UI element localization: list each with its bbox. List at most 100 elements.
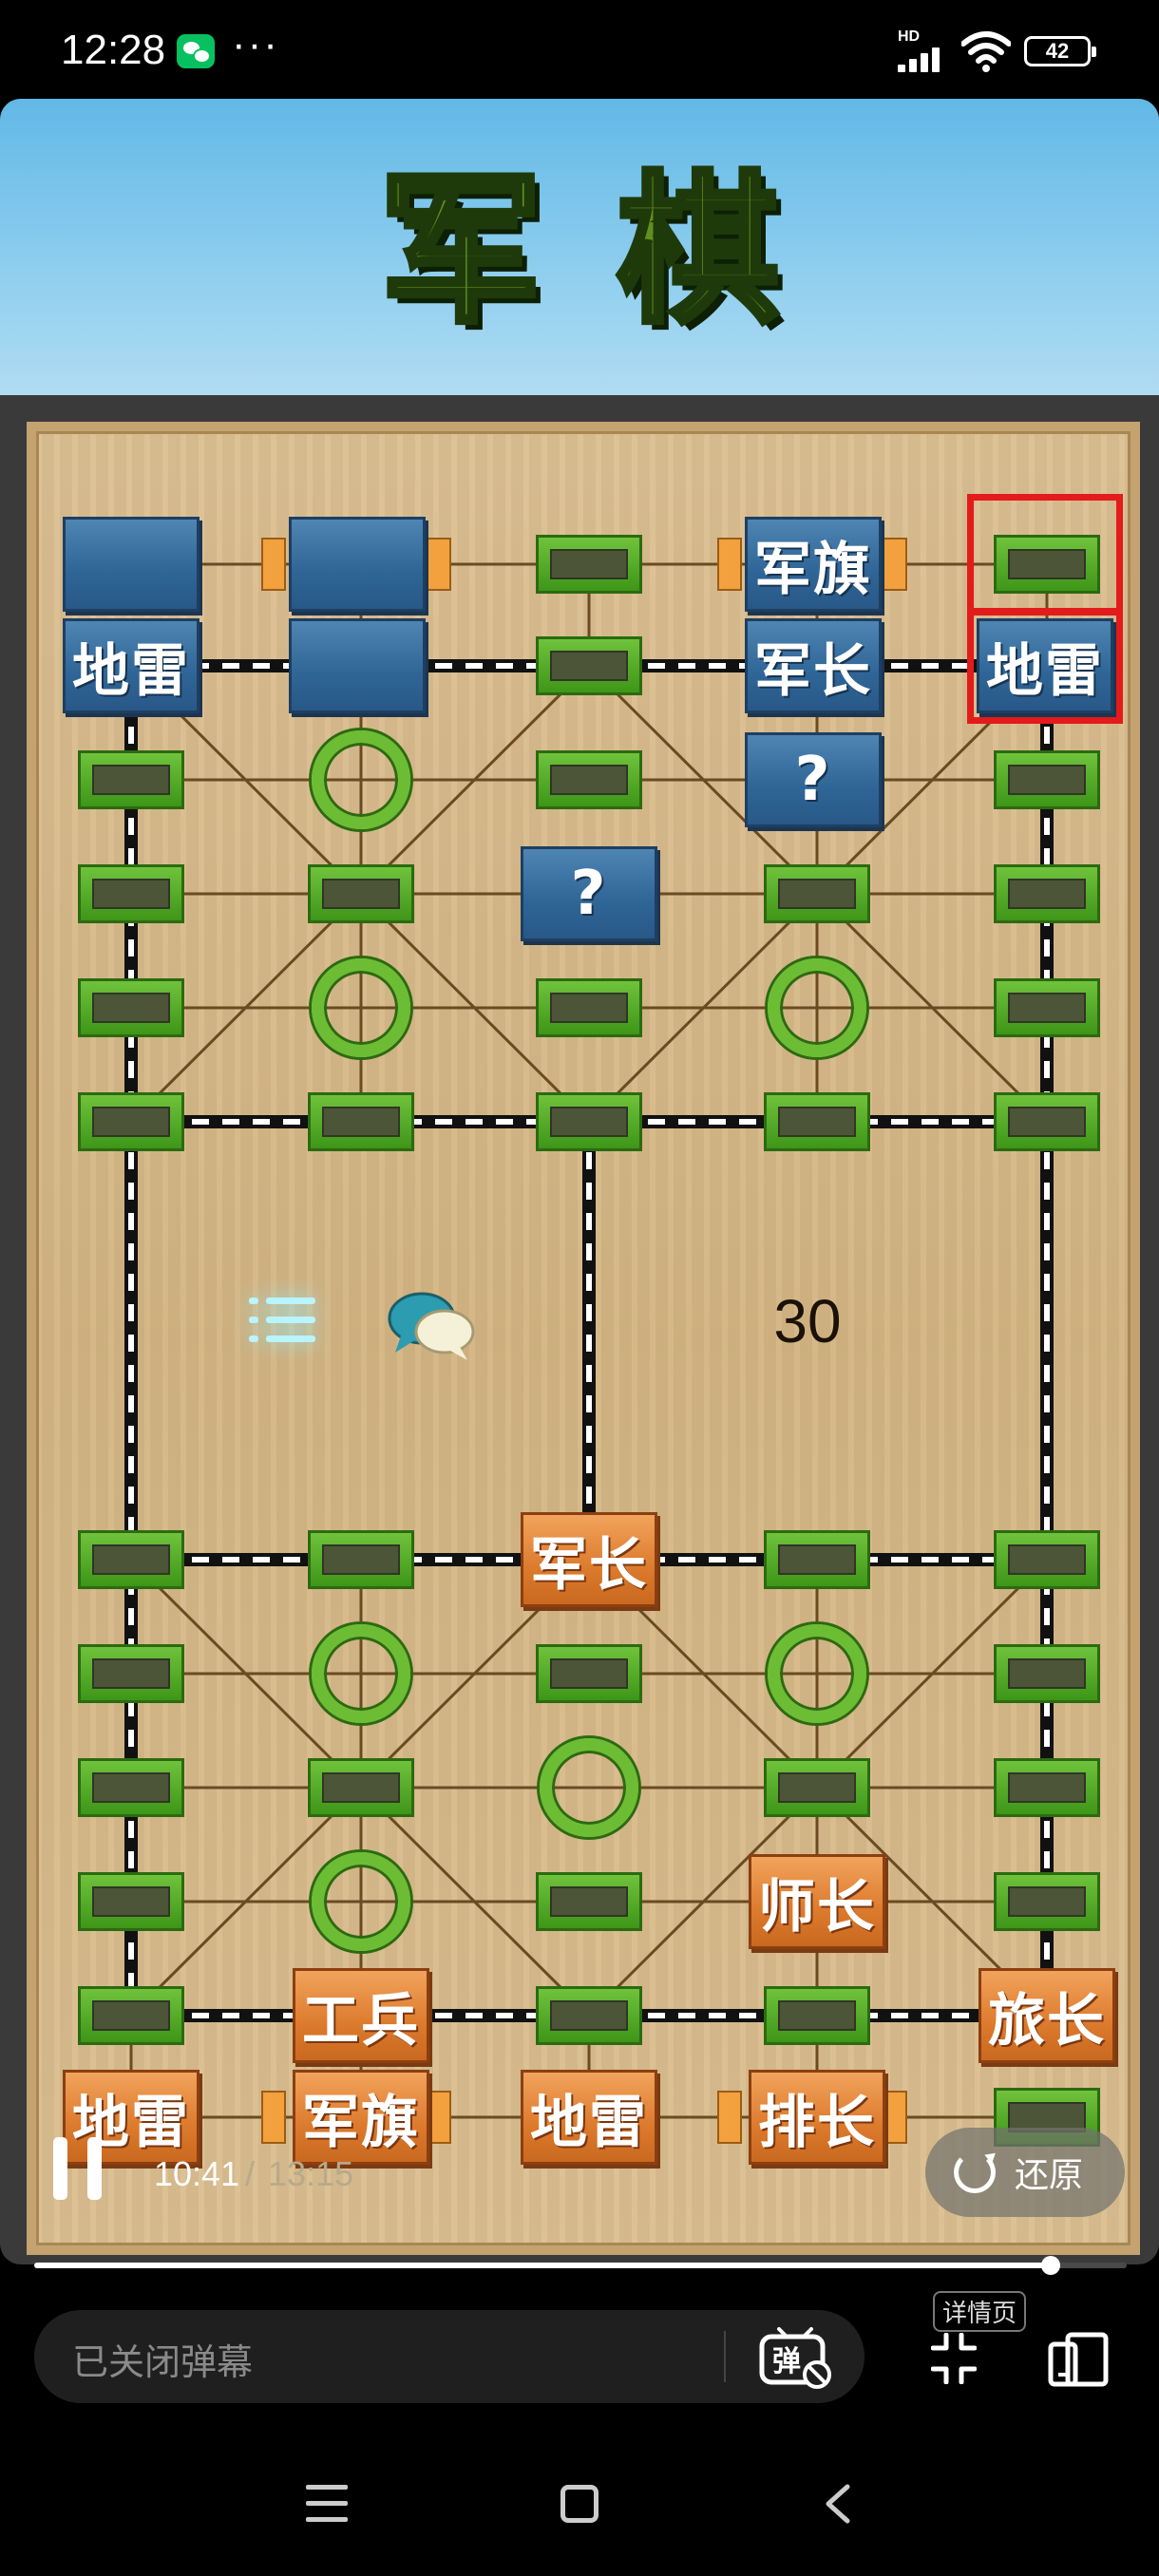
camp-circle[interactable] — [312, 730, 410, 829]
video-player[interactable]: 军棋 — [0, 99, 1159, 2264]
empty-post[interactable] — [78, 750, 184, 809]
list-menu-icon[interactable] — [249, 1294, 315, 1351]
empty-post[interactable] — [308, 1758, 414, 1817]
empty-post[interactable] — [536, 1872, 642, 1931]
empty-post[interactable] — [78, 1986, 184, 2045]
game-title: 军棋 — [377, 153, 855, 349]
time-separator: / — [245, 2154, 256, 2193]
hd-label: HD — [898, 28, 921, 45]
chat-bubbles-icon[interactable] — [386, 1286, 477, 1362]
empty-post[interactable] — [994, 1092, 1100, 1151]
hq-marker — [717, 538, 742, 591]
selection-highlight — [967, 494, 1123, 616]
nav-back-icon[interactable] — [819, 2483, 857, 2525]
player-commander-piece[interactable]: 军长 — [521, 1512, 657, 1607]
hq-marker — [427, 538, 451, 591]
opponent-flag-piece[interactable]: 军旗 — [745, 517, 882, 612]
hq-marker — [883, 2091, 907, 2144]
turn-countdown: 30 — [773, 1287, 842, 1355]
player-mine-piece[interactable]: 地雷 — [63, 2070, 200, 2165]
camp-circle[interactable] — [312, 1852, 410, 1951]
selection-highlight — [967, 608, 1123, 724]
empty-post[interactable] — [536, 1986, 642, 2045]
camp-circle[interactable] — [768, 1624, 866, 1723]
empty-post[interactable] — [536, 1644, 642, 1703]
hq-marker — [717, 2091, 742, 2144]
empty-post[interactable] — [536, 978, 642, 1037]
player-mine-piece[interactable]: 地雷 — [521, 2070, 657, 2165]
wechat-icon — [177, 34, 215, 68]
opponent-unknown-piece[interactable]: ? — [521, 846, 657, 941]
empty-post[interactable] — [994, 978, 1100, 1037]
game-board: 军旗 地雷 军长 地雷 ? ? — [27, 422, 1140, 2255]
empty-post[interactable] — [78, 864, 184, 923]
empty-post[interactable] — [994, 1644, 1100, 1703]
title-banner: 军棋 — [0, 99, 1159, 395]
camp-circle[interactable] — [312, 1624, 410, 1723]
nav-recents-icon[interactable] — [306, 2485, 348, 2523]
empty-post[interactable] — [308, 1092, 414, 1151]
progress-thumb[interactable] — [1040, 2256, 1060, 2275]
danmaku-glyph: 弹 — [772, 2345, 801, 2378]
empty-post[interactable] — [536, 636, 642, 695]
hq-marker — [261, 2091, 286, 2144]
danmaku-toggle-icon[interactable]: 弹 — [758, 2323, 832, 2390]
empty-post[interactable] — [78, 1092, 184, 1151]
player-engineer-piece[interactable]: 工兵 — [293, 1968, 429, 2063]
nav-home-icon[interactable] — [560, 2485, 598, 2523]
opponent-hidden-piece[interactable] — [63, 517, 200, 612]
pause-button[interactable] — [53, 2137, 103, 2200]
empty-post[interactable] — [994, 535, 1100, 594]
detail-page-label[interactable]: 详情页 — [933, 2291, 1027, 2332]
opponent-hidden-piece[interactable] — [289, 517, 426, 612]
exit-fullscreen-icon[interactable] — [931, 2333, 977, 2384]
opponent-commander-piece[interactable]: 军长 — [745, 618, 882, 713]
progress-bar[interactable] — [34, 2256, 1127, 2275]
progress-fill — [34, 2263, 1051, 2268]
restore-button[interactable]: 还原 — [925, 2128, 1125, 2217]
empty-post[interactable] — [764, 1986, 870, 2045]
status-time: 12:28 — [61, 27, 166, 73]
empty-post[interactable] — [308, 864, 414, 923]
empty-post[interactable] — [78, 1530, 184, 1589]
camp-circle[interactable] — [540, 1738, 638, 1837]
hq-marker — [883, 538, 907, 591]
camp-circle[interactable] — [768, 958, 866, 1057]
empty-post[interactable] — [78, 1758, 184, 1817]
opponent-unknown-piece[interactable]: ? — [745, 732, 882, 827]
empty-post[interactable] — [994, 1872, 1100, 1931]
empty-post[interactable] — [764, 1530, 870, 1589]
status-bar: 12:28 ··· HD 42 — [0, 0, 1159, 100]
empty-post[interactable] — [536, 535, 642, 594]
empty-post[interactable] — [78, 1872, 184, 1931]
player-brigade-piece[interactable]: 旅长 — [978, 1968, 1115, 2063]
empty-post[interactable] — [764, 1758, 870, 1817]
opponent-mine-piece[interactable]: 地雷 — [63, 618, 200, 713]
danmaku-bar[interactable]: 已关闭弹幕 弹 — [34, 2310, 864, 2403]
empty-post[interactable] — [78, 1644, 184, 1703]
player-division-piece[interactable]: 师长 — [749, 1854, 885, 1949]
empty-post[interactable] — [994, 864, 1100, 923]
more-icon: ··· — [232, 21, 279, 67]
empty-post[interactable] — [78, 978, 184, 1037]
split-screen-icon[interactable] — [1047, 2331, 1110, 2388]
player-platoon-piece[interactable]: 排长 — [749, 2070, 885, 2165]
empty-post[interactable] — [308, 1530, 414, 1589]
player-flag-piece[interactable]: 军旗 — [293, 2070, 429, 2165]
empty-post[interactable] — [764, 864, 870, 923]
empty-post[interactable] — [536, 750, 642, 809]
wifi-icon — [961, 31, 1011, 72]
opponent-mine-piece[interactable]: 地雷 — [977, 618, 1113, 713]
empty-post[interactable] — [994, 1530, 1100, 1589]
current-time: 10:41 — [154, 2154, 240, 2193]
total-time: 13:15 — [268, 2154, 354, 2193]
empty-post[interactable] — [536, 1092, 642, 1151]
refresh-icon — [954, 2151, 996, 2193]
opponent-hidden-piece[interactable] — [289, 618, 426, 713]
battery-icon: 42 — [1024, 36, 1096, 66]
empty-post[interactable] — [764, 1092, 870, 1151]
danmaku-input[interactable]: 已关闭弹幕 — [72, 2343, 254, 2383]
camp-circle[interactable] — [312, 958, 410, 1057]
empty-post[interactable] — [994, 750, 1100, 809]
empty-post[interactable] — [994, 1758, 1100, 1817]
